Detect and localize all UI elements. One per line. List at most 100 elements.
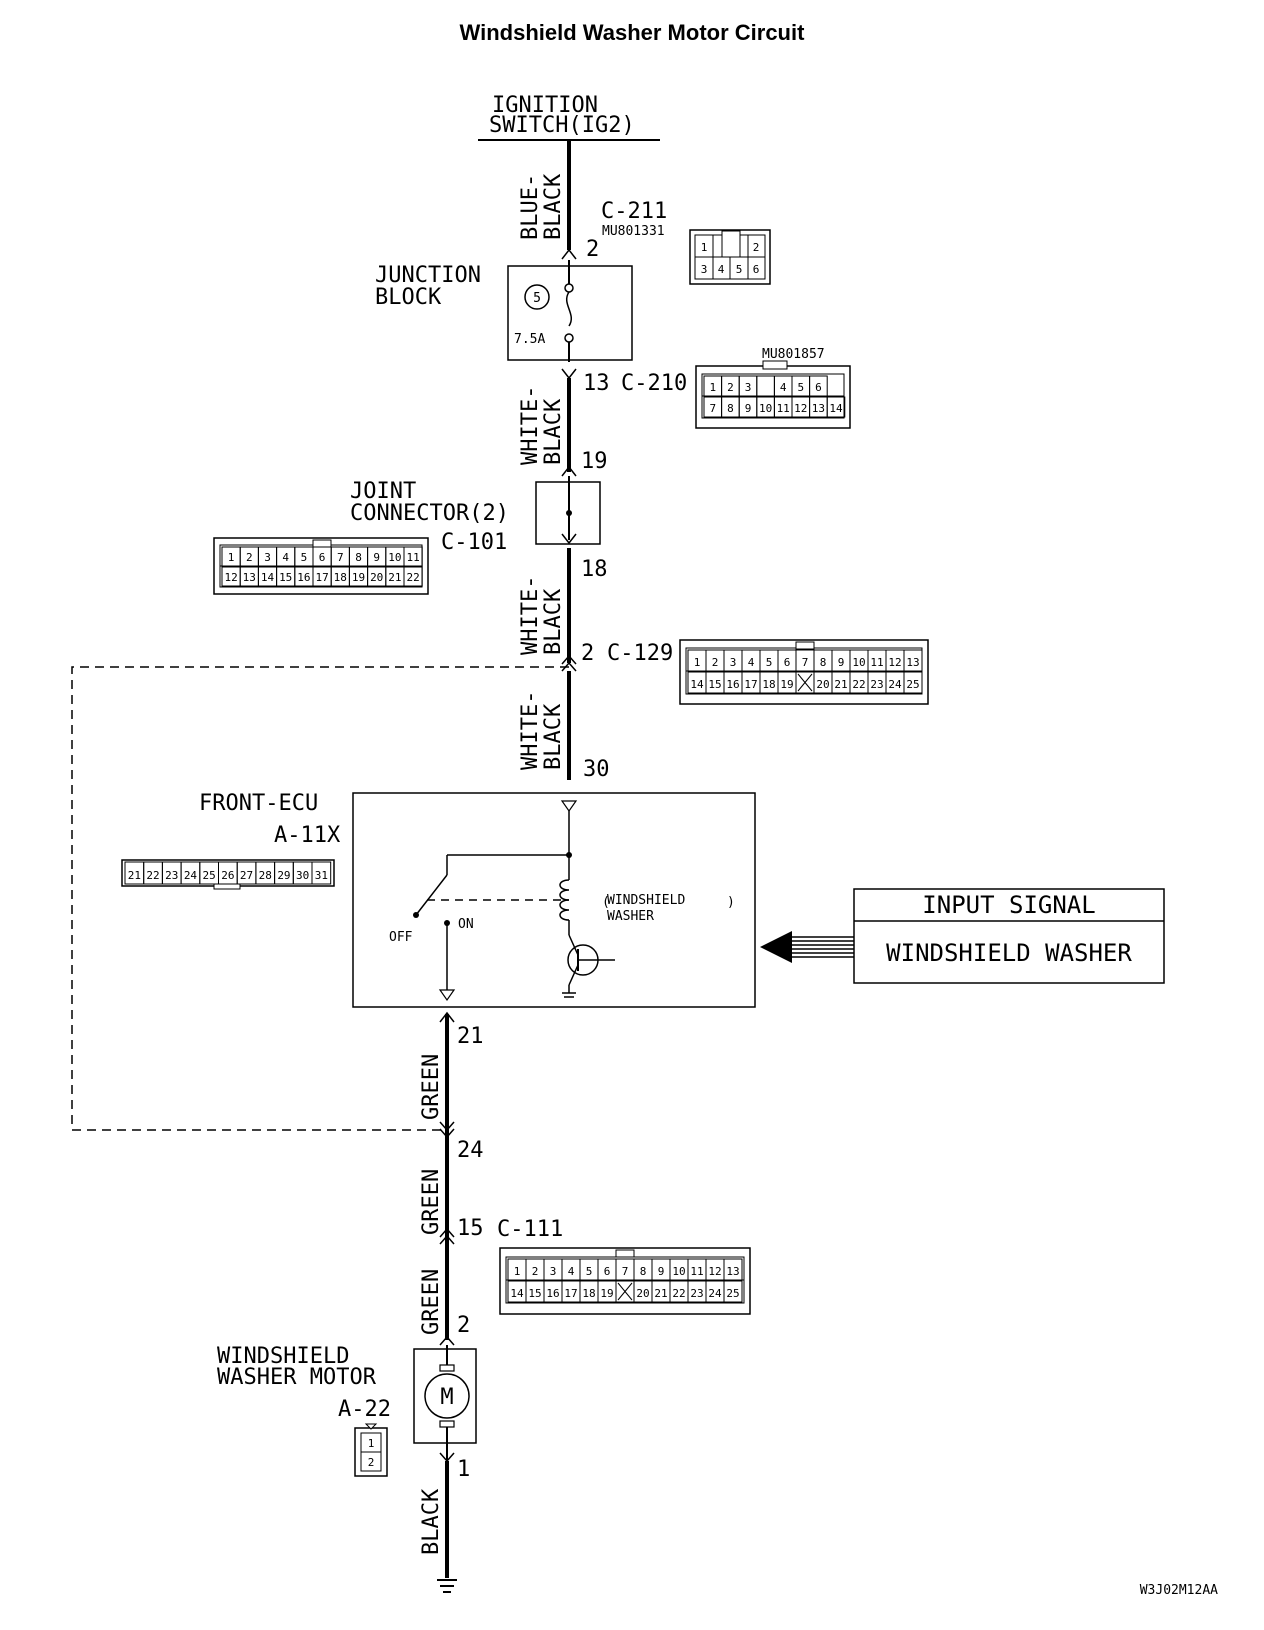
c111-pin-label: 1 — [514, 1265, 521, 1278]
c111-pin-label: 2 — [532, 1265, 539, 1278]
fuse-number: 5 — [533, 291, 541, 306]
green-junction-mark — [439, 1128, 455, 1139]
c211-pin-label: 4 — [718, 263, 725, 276]
ecu-internal-circuit — [413, 800, 615, 1002]
c111-pin-label: 9 — [658, 1265, 665, 1278]
c210-pin-label: 13 — [812, 402, 825, 415]
fuse-rating: 7.5A — [514, 332, 545, 347]
c210-cell — [826, 396, 846, 418]
c211-pin: 2 — [586, 237, 599, 262]
c111-pin-label: 15 — [528, 1287, 541, 1300]
c129-pin-label: 16 — [726, 678, 739, 691]
c101-pin-label: 1 — [228, 551, 235, 564]
c129-pin: 2 — [581, 641, 594, 666]
a22-pin-top: 2 — [457, 1313, 470, 1338]
c101-pin-label: 11 — [406, 551, 419, 564]
c101-cell — [403, 546, 423, 567]
c111-pin-label: 10 — [672, 1265, 685, 1278]
a11x-pin-bottom: 21 — [457, 1024, 484, 1049]
c129-pin-label: 17 — [744, 678, 757, 691]
c129-pin-label: 5 — [766, 656, 773, 669]
a11x-pin-label: 23 — [165, 869, 178, 882]
c111-pin-top: 15 — [457, 1216, 484, 1241]
c211-part: MU801331 — [602, 224, 665, 239]
c211-pin-label: 6 — [753, 263, 760, 276]
c111-pin-label: 7 — [622, 1265, 629, 1278]
c111-cell — [723, 1280, 743, 1303]
wire-label-black: BLACK — [541, 703, 566, 770]
motor-label-2: WASHER MOTOR — [217, 1365, 377, 1390]
c210-pin-label: 11 — [777, 402, 790, 415]
c101-pin-label: 20 — [370, 571, 383, 584]
c101-cell — [403, 566, 423, 587]
a11x-pin-label: 26 — [221, 869, 234, 882]
input-signal-arrow — [760, 931, 854, 963]
c210-pin-label: 12 — [794, 402, 807, 415]
c111-terminal — [439, 1234, 455, 1245]
junction-block-label-1: JUNCTION — [375, 263, 481, 288]
diagram-id: W3J02M12AA — [1140, 1583, 1218, 1598]
c101-pin-bottom: 18 — [581, 557, 608, 582]
c101-pin-label: 2 — [246, 551, 253, 564]
c111-pin-label: 6 — [604, 1265, 611, 1278]
c211-pin-label: 1 — [701, 241, 708, 254]
wire-label-green: GREEN — [419, 1269, 444, 1335]
c129-pin-label: 24 — [888, 678, 902, 691]
c210-pin-label: 1 — [709, 381, 716, 394]
c210-pin-label: 4 — [780, 381, 787, 394]
a11x-pin-top: 30 — [583, 757, 610, 782]
green-pin-24: 24 — [457, 1138, 484, 1163]
c101-pin-label: 16 — [297, 571, 310, 584]
c101-pin-label: 8 — [355, 551, 362, 564]
diagram-title: Windshield Washer Motor Circuit — [460, 20, 806, 45]
relay-paren-close: ) — [727, 895, 735, 910]
c210-id: C-210 — [621, 371, 687, 396]
c101-pin-label: 4 — [282, 551, 289, 564]
c101-terminal-top — [561, 465, 577, 477]
c129-terminal — [561, 654, 577, 665]
c101-pin-label: 7 — [337, 551, 344, 564]
a11x-pin-label: 31 — [315, 869, 328, 882]
c210-pin-label: 3 — [745, 381, 752, 394]
c101-pin-label: 13 — [243, 571, 256, 584]
wire-label-black: BLACK — [541, 588, 566, 655]
ignition-label-2: SWITCH(IG2) — [489, 113, 635, 138]
front-ecu-name: FRONT-ECU — [199, 791, 318, 816]
a22-pin-label: 1 — [368, 1437, 375, 1450]
c129-pin-label: 4 — [748, 656, 755, 669]
c129-pin-label: 6 — [784, 656, 791, 669]
c129-cell — [903, 671, 923, 694]
c111-pin-label: 24 — [708, 1287, 722, 1300]
c210-pin-label: 5 — [797, 381, 804, 394]
a11x-pin-label: 30 — [296, 869, 309, 882]
c129-pin-label: 21 — [834, 678, 847, 691]
c129-pin-label: 13 — [906, 656, 919, 669]
c129-pin-label: 7 — [802, 656, 809, 669]
c211-pin-label: 2 — [753, 241, 760, 254]
motor-symbol-letter: M — [440, 1385, 453, 1410]
a11x-terminal — [439, 1011, 455, 1023]
a22-pin-bottom: 1 — [457, 1457, 470, 1482]
c101-pin-label: 14 — [261, 571, 275, 584]
c101-pin-label: 22 — [406, 571, 419, 584]
c101-pin-label: 3 — [264, 551, 271, 564]
c129-pin-label: 9 — [838, 656, 845, 669]
c129-pin-label: 18 — [762, 678, 775, 691]
input-signal-value: WINDSHIELD WASHER — [886, 939, 1132, 967]
c111-pin-label: 5 — [586, 1265, 593, 1278]
relay-label-1: WINDSHIELD — [607, 893, 685, 908]
relay-label-2: WASHER — [607, 909, 654, 924]
c210-terminal — [561, 368, 577, 380]
c129-id: C-129 — [607, 641, 673, 666]
c210-cell — [756, 375, 775, 397]
motor-symbol — [424, 1373, 470, 1419]
green-junction-mark — [439, 1121, 455, 1132]
ground-icon — [437, 1579, 457, 1593]
shield-dashed-line — [71, 666, 569, 1131]
c101-pin-label: 6 — [319, 551, 326, 564]
a11x-pin-label: 28 — [259, 869, 272, 882]
motor-brush — [439, 1420, 455, 1428]
